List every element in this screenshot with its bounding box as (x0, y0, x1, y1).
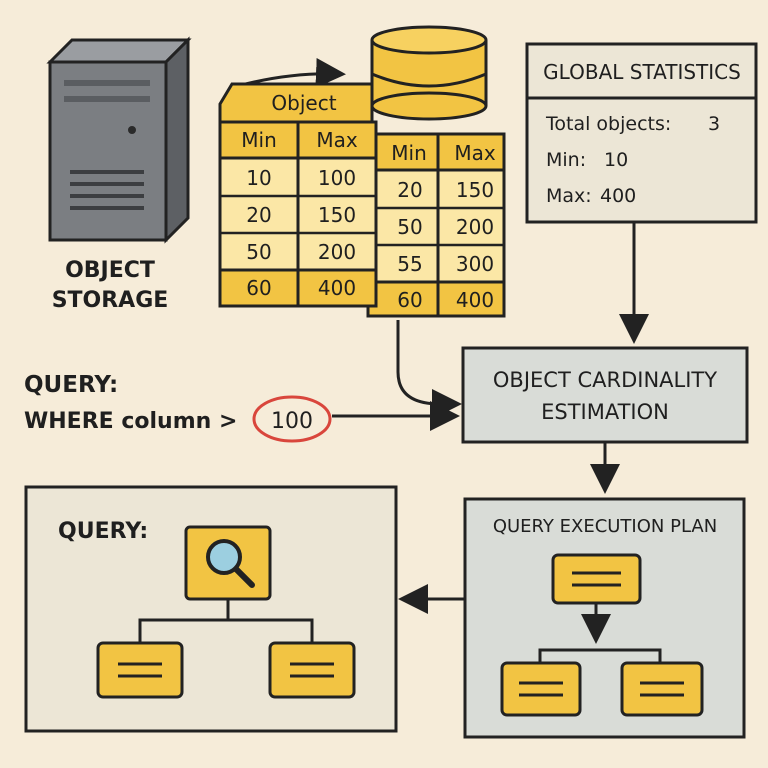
back-table-cell: 55 (397, 252, 422, 276)
server-icon (46, 36, 192, 244)
server-label-line2: STORAGE (52, 288, 169, 313)
object-table-cell: 60 (246, 276, 271, 300)
object-table-cell: 50 (246, 240, 271, 264)
plan-root-node (551, 553, 642, 605)
object-table-header-min: Min (241, 128, 277, 152)
max-value: 400 (600, 185, 636, 207)
back-table-cell: 150 (456, 178, 494, 202)
object-table-cell: 10 (246, 166, 271, 190)
magnifier-icon (184, 525, 272, 601)
database-icon (370, 25, 488, 121)
back-table-cell: 300 (456, 252, 494, 276)
object-table-cell: 400 (318, 276, 356, 300)
object-table-cell: 100 (318, 166, 356, 190)
result-right-node (268, 641, 356, 699)
query-value: 100 (271, 409, 313, 434)
back-table-cell: 400 (456, 288, 494, 312)
back-table: Min Max 20 150 50 200 55 300 60 400 (366, 132, 506, 318)
estimation-box (461, 346, 749, 444)
plan-connector (538, 648, 662, 663)
back-table-cell: 60 (397, 288, 422, 312)
object-table-cell: 20 (246, 203, 271, 227)
back-table-cell: 200 (456, 215, 494, 239)
global-statistics-panel (525, 42, 758, 224)
total-objects-label: Total objects: (545, 113, 671, 135)
object-table-cell: 200 (318, 240, 356, 264)
back-table-cell: 50 (397, 215, 422, 239)
execution-plan-title: QUERY EXECUTION PLAN (493, 516, 717, 537)
query-label: QUERY: (24, 372, 118, 398)
result-left-node (96, 641, 184, 699)
object-table-title: Object (271, 91, 336, 115)
total-objects-value: 3 (708, 113, 720, 135)
result-query-title: QUERY: (58, 519, 148, 544)
object-table-cell: 150 (318, 203, 356, 227)
object-table: Object Min Max 10 100 20 150 50 200 60 4… (218, 82, 378, 308)
min-value: 10 (604, 149, 628, 171)
back-table-header-min: Min (391, 141, 427, 165)
query-value-highlight (252, 395, 332, 443)
global-statistics-title: GLOBAL STATISTICS (543, 60, 741, 84)
estimation-line2: ESTIMATION (541, 400, 669, 424)
back-table-header-max: Max (454, 141, 496, 165)
tables-to-estimation-arrow (396, 320, 462, 419)
query-clause: WHERE column > (24, 409, 237, 434)
object-table-header-max: Max (316, 128, 358, 152)
server-label-line1: OBJECT (65, 258, 155, 283)
plan-right-node (620, 661, 704, 717)
max-label: Max: (546, 185, 592, 207)
estimation-line1: OBJECT CARDINALITY (493, 368, 717, 392)
result-connector (138, 599, 314, 643)
back-table-cell: 20 (397, 178, 422, 202)
min-label: Min: (546, 149, 586, 171)
plan-left-node (500, 661, 582, 717)
